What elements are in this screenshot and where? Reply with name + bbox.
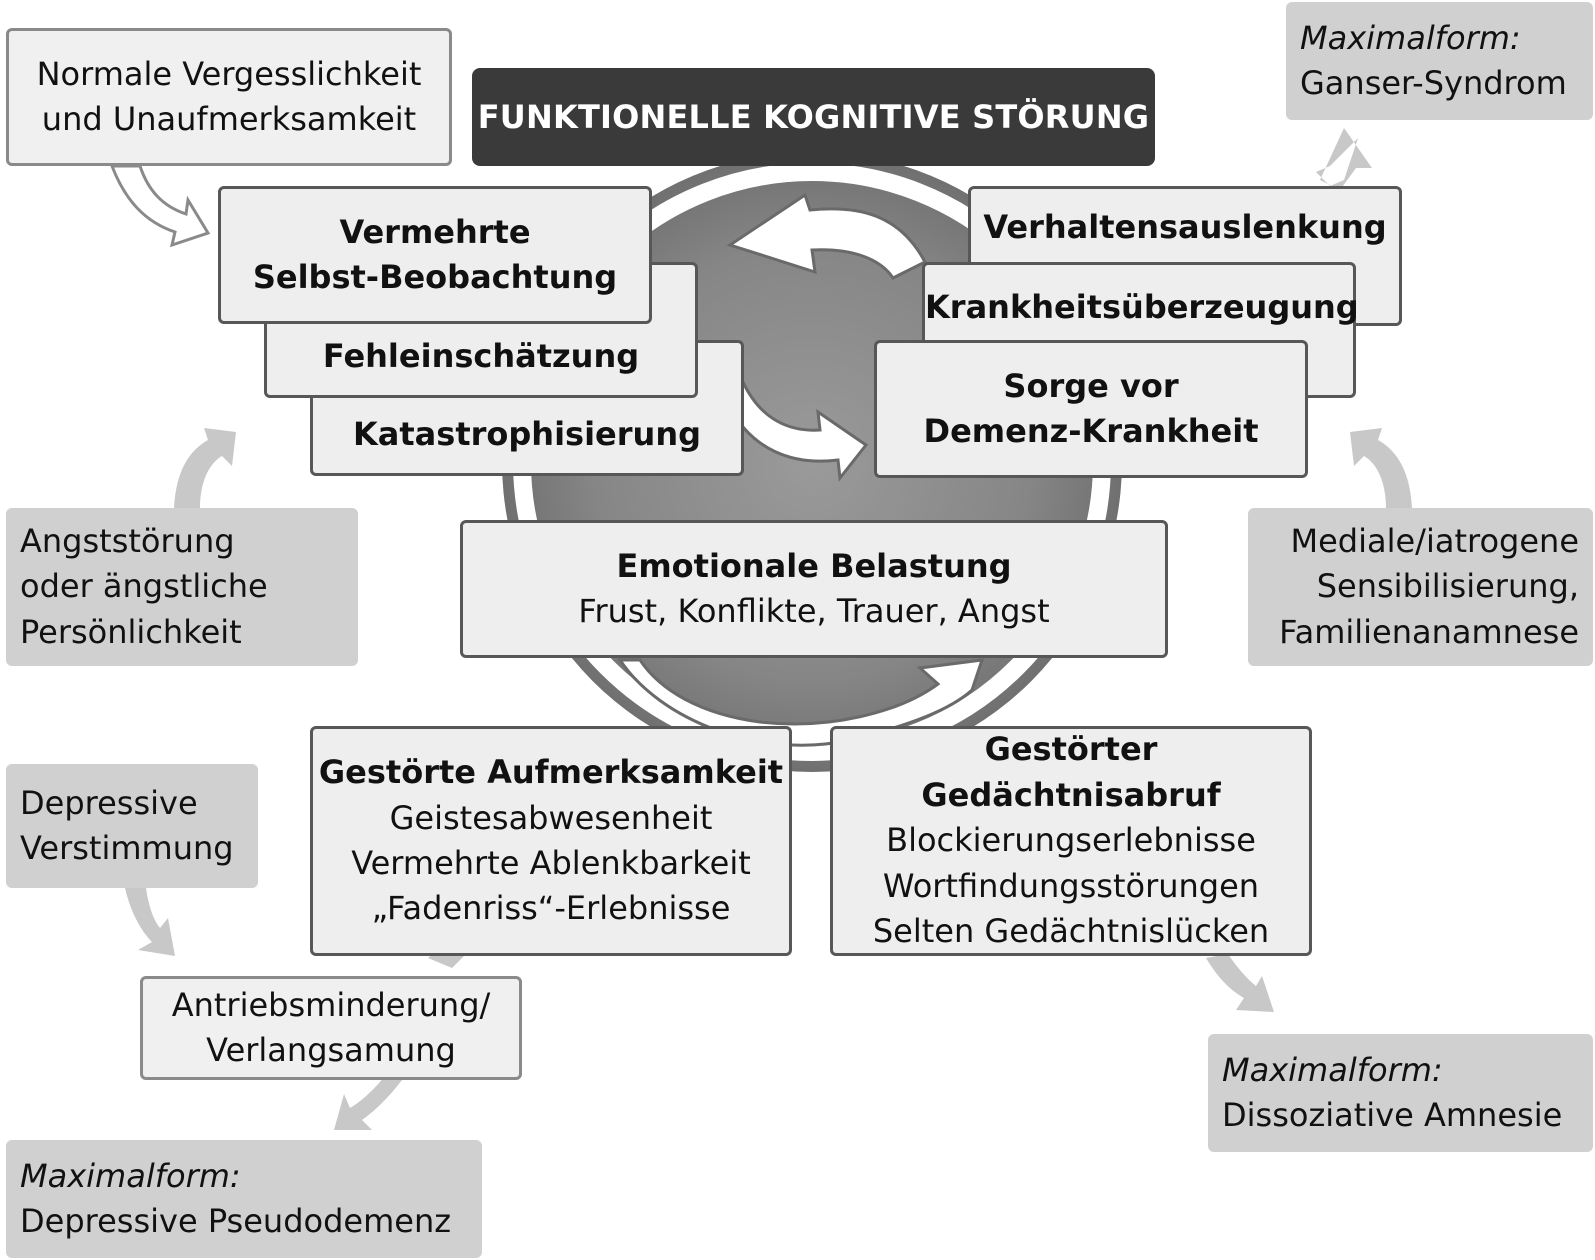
diagram-title: FUNKTIONELLE KOGNITIVE STÖRUNG	[472, 68, 1155, 166]
outer-arrows-grey	[125, 128, 1412, 1130]
arrow-pseudodemenz	[334, 1076, 402, 1130]
antrieb-line-2: Verlangsamung	[206, 1031, 456, 1069]
aufmerksamkeit-line-1: Geistesabwesenheit	[389, 798, 713, 837]
krankheitsueberzeugung-text: Krankheitsüberzeugung	[925, 288, 1359, 326]
outer-arrows	[109, 164, 211, 248]
emotional-heading: Emotionale Belastung	[616, 546, 1012, 585]
box-aufmerksamkeit: Gestörte Aufmerksamkeit Geistesabwesenhe…	[310, 726, 792, 956]
fehleinschaetzung-text: Fehleinschätzung	[322, 336, 640, 375]
box-sorge: Sorge vor Demenz-Krankheit	[874, 340, 1308, 478]
arrow-angst	[174, 428, 236, 508]
vergesslichkeit-line-1: Normale Vergesslichkeit	[36, 54, 422, 93]
arrow-amnesie	[1206, 954, 1274, 1012]
sorge-line-1: Sorge vor	[1003, 366, 1179, 405]
depressiv-line-2: Verstimmung	[20, 829, 234, 867]
sorge-line-2: Demenz-Krankheit	[923, 412, 1259, 450]
arrow-ganser	[1316, 128, 1372, 190]
angst-line-3: Persönlichkeit	[20, 612, 242, 651]
cycle-arrow-middle	[728, 376, 869, 482]
verhaltensauslenkung-text: Verhaltensauslenkung	[983, 208, 1387, 246]
inner-cycle-arrows	[617, 192, 985, 747]
selbstbeobachtung-line-2: Selbst-Beobachtung	[252, 258, 618, 296]
box-maximal-amnesie: Maximalform: Dissoziative Amnesie	[1208, 1034, 1593, 1152]
box-vergesslichkeit: Normale Vergesslichkeit und Unaufmerksam…	[6, 28, 452, 166]
cycle-arrow-top	[726, 192, 928, 280]
medial-line-3: Familienanamnese	[1279, 612, 1579, 651]
depressiv-line-1: Depressive	[20, 783, 198, 822]
box-maximal-pseudodemenz: Maximalform: Depressive Pseudodemenz	[6, 1140, 482, 1258]
angst-line-1: Angststörung	[20, 521, 235, 560]
angst-line-2: oder ängstliche	[20, 567, 268, 606]
box-maximal-ganser: Maximalform: Ganser-Syndrom	[1286, 2, 1593, 120]
emotional-line-1: Frust, Konflikte, Trauer, Angst	[578, 592, 1050, 630]
maximal-pseudodemenz-text: Depressive Pseudodemenz	[20, 1202, 452, 1240]
katastrophisierung-text: Katastrophisierung	[352, 414, 701, 453]
arrow-vergesslichkeit	[109, 164, 211, 248]
aufmerksamkeit-heading: Gestörte Aufmerksamkeit	[318, 753, 784, 792]
box-depressiv: Depressive Verstimmung	[6, 764, 258, 888]
maximal-amnesie-label: Maximalform:	[1222, 1050, 1443, 1089]
box-emotional: Emotionale Belastung Frust, Konflikte, T…	[460, 520, 1168, 658]
box-medial: Mediale/iatrogene Sensibilisierung, Fami…	[1248, 508, 1593, 666]
maximal-pseudodemenz-label: Maximalform:	[20, 1156, 241, 1195]
box-selbstbeobachtung: Vermehrte Selbst-Beobachtung	[218, 186, 652, 324]
medial-line-1: Mediale/iatrogene	[1290, 521, 1579, 560]
arrow-medial	[1350, 428, 1412, 508]
aufmerksamkeit-line-2: Vermehrte Ablenkbarkeit	[351, 844, 751, 882]
vergesslichkeit-line-2: und Unaufmerksamkeit	[41, 100, 417, 138]
arrow-depressiv	[125, 888, 175, 956]
gedaechtnis-heading: Gestörter Gedächtnisabruf	[921, 730, 1221, 814]
maximal-amnesie-text: Dissoziative Amnesie	[1222, 1096, 1563, 1134]
box-antrieb: Antriebsminderung/ Verlangsamung	[140, 976, 522, 1080]
box-gedaechtnis: Gestörter Gedächtnisabruf Blockierungser…	[830, 726, 1312, 956]
maximal-ganser-text: Ganser-Syndrom	[1300, 64, 1567, 102]
box-angst: Angststörung oder ängstliche Persönlichk…	[6, 508, 358, 666]
selbstbeobachtung-line-1: Vermehrte	[339, 212, 531, 251]
gedaechtnis-line-2: Wortfindungsstörungen	[882, 866, 1260, 905]
medial-line-2: Sensibilisierung,	[1316, 567, 1579, 606]
gedaechtnis-line-3: Selten Gedächtnislücken	[872, 912, 1270, 951]
gedaechtnis-line-1: Blockierungserlebnisse	[886, 821, 1256, 860]
antrieb-line-1: Antriebsminderung/	[171, 985, 491, 1024]
maximal-ganser-label: Maximalform:	[1300, 18, 1521, 57]
aufmerksamkeit-line-3: „Fadenriss“-Erlebnisse	[371, 889, 731, 928]
